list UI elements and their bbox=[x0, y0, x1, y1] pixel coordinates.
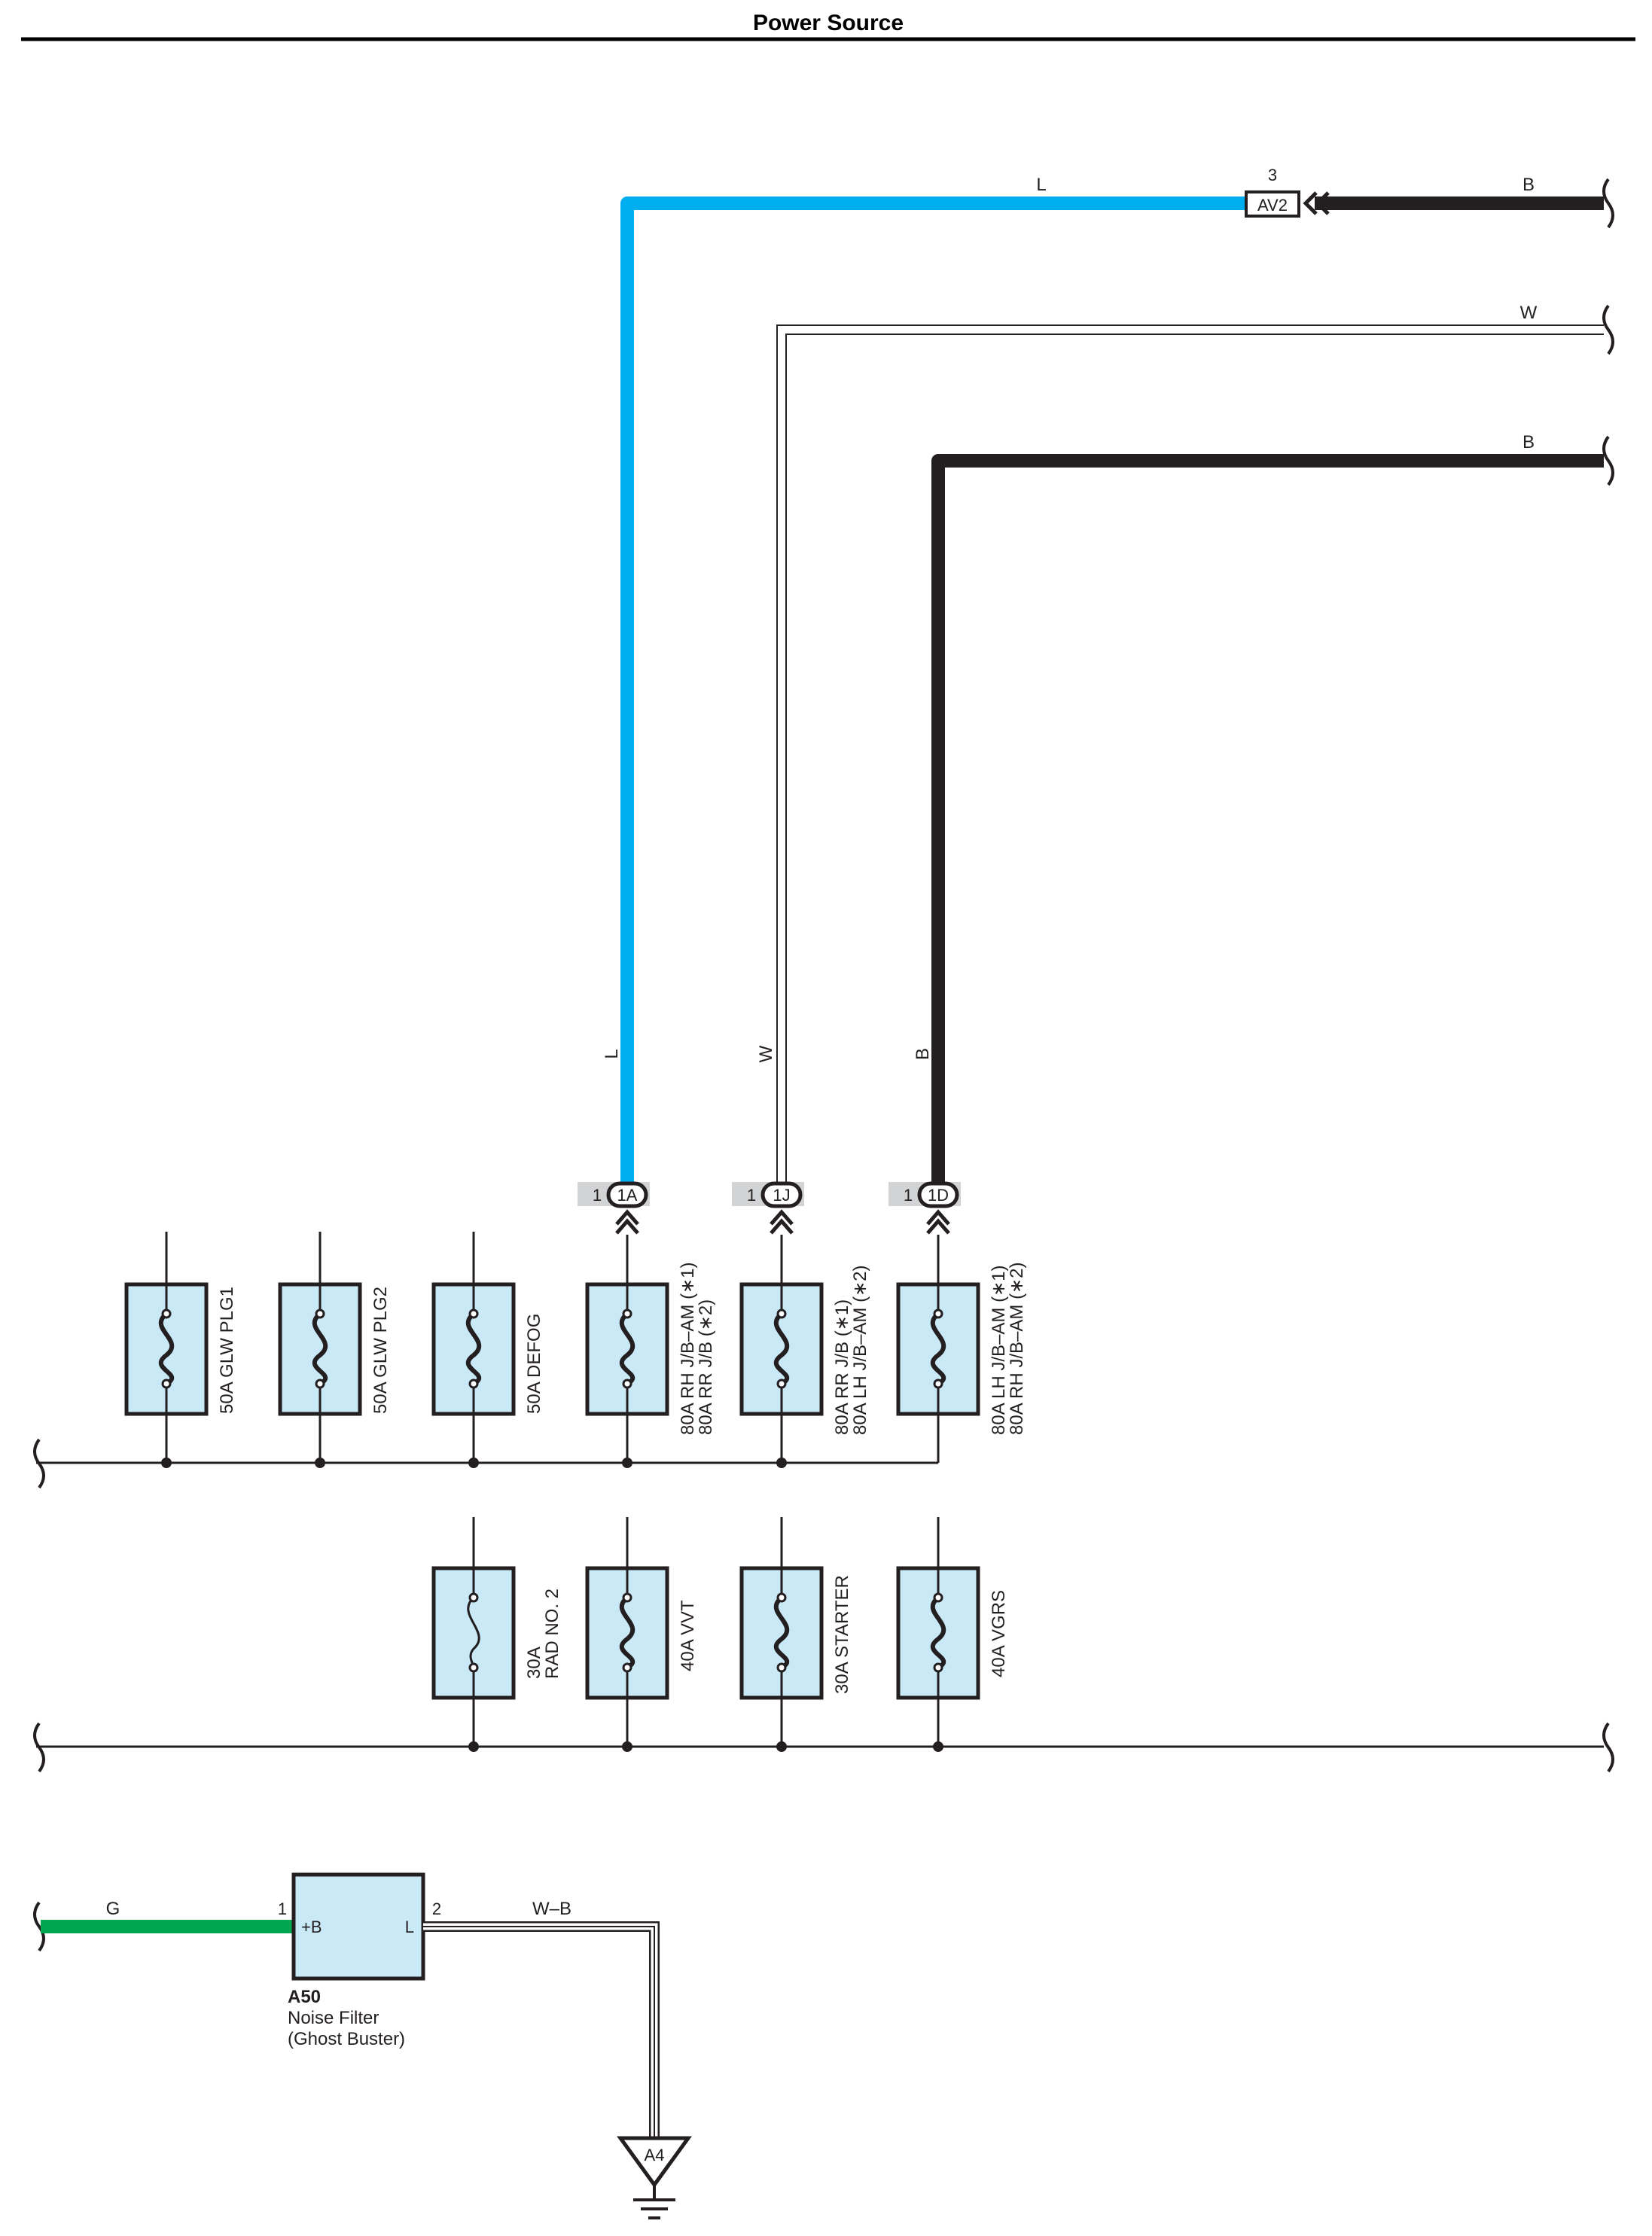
break-symbol bbox=[33, 1438, 45, 1489]
fuse-80a-lh-jb-am: 80A LH J/B–AM (∗1) 80A RH J/B–AM (∗2) bbox=[896, 1235, 1027, 1435]
fuse-80a-rh-jb-am-label: 80A RH J/B–AM (∗1) bbox=[678, 1262, 698, 1435]
wire-w-b bbox=[423, 1921, 660, 2138]
break-symbol bbox=[1602, 304, 1614, 355]
noise-filter-box bbox=[291, 1872, 425, 1981]
noise-filter-pin-out: 2 bbox=[432, 1899, 441, 1918]
wire-w-b-stripe bbox=[423, 1926, 655, 2138]
connector-1j: 1 1J bbox=[732, 1181, 804, 1235]
wire-w-label: W bbox=[1520, 303, 1538, 323]
fuse-80a-rh-jb-am-label: 80A RH J/B–AM (∗2) bbox=[1007, 1262, 1027, 1435]
fuse-vgrs-label: 40A VGRS bbox=[989, 1590, 1009, 1677]
fuse-glw-plg1-label: 50A GLW PLG1 bbox=[217, 1287, 237, 1414]
connector-1d-label: 1D bbox=[928, 1186, 949, 1205]
connector-1d-pin: 1 bbox=[904, 1186, 913, 1205]
connector-1a-label: 1A bbox=[617, 1186, 638, 1205]
av2-label: AV2 bbox=[1257, 196, 1288, 215]
break-symbol bbox=[1602, 178, 1614, 229]
break-symbol bbox=[1602, 435, 1614, 486]
fuse-80a-lh-jb-am-label: 80A LH J/B–AM (∗1) bbox=[989, 1265, 1009, 1435]
fuse-glw-plg2: 50A GLW PLG2 bbox=[278, 1232, 391, 1468]
ground-a4-label: A4 bbox=[645, 2146, 665, 2164]
connector-1j-pin: 1 bbox=[747, 1186, 756, 1205]
av2-pin: 3 bbox=[1268, 166, 1277, 184]
wire-l-vertical-label: L bbox=[602, 1049, 622, 1059]
fuse-starter-label: 30A STARTER bbox=[832, 1575, 852, 1694]
connector-1a-pin: 1 bbox=[593, 1186, 602, 1205]
wire-l bbox=[620, 196, 1246, 1191]
fuse-starter: 30A STARTER bbox=[739, 1517, 852, 1752]
noise-filter-code: A50 bbox=[288, 1987, 321, 2007]
page-title: Power Source bbox=[753, 11, 904, 35]
fuse-vvt: 40A VVT bbox=[585, 1517, 698, 1752]
wire-b-vertical-label: B bbox=[913, 1048, 933, 1060]
fuse-80a-rr-jb: 80A RR J/B (∗1) 80A LH J/B–AM (∗2) bbox=[739, 1235, 870, 1468]
wire-w-b-core bbox=[423, 1923, 658, 2138]
fuse-80a-rh-jb-am: 80A RH J/B–AM (∗1) 80A RR J/B (∗2) bbox=[585, 1235, 716, 1468]
wire-w-b-label: W–B bbox=[532, 1899, 571, 1919]
connector-1d: 1 1D bbox=[888, 1181, 961, 1235]
wire-l-label: L bbox=[1036, 175, 1046, 195]
connector-1j-label: 1J bbox=[773, 1186, 790, 1205]
noise-filter-pin-in: 1 bbox=[278, 1899, 287, 1918]
wire-w-core bbox=[778, 326, 1604, 1191]
wire-b bbox=[931, 454, 1604, 1191]
fuse-vgrs: 40A VGRS bbox=[896, 1517, 1009, 1752]
break-symbol bbox=[1602, 1722, 1614, 1773]
noise-filter-term-in: +B bbox=[301, 1918, 322, 1936]
fuse-80a-lh-jb-am-label: 80A LH J/B–AM (∗2) bbox=[850, 1265, 870, 1435]
break-symbol bbox=[33, 1722, 45, 1773]
fuse-defog-label: 50A DEFOG bbox=[524, 1314, 544, 1414]
break-symbol bbox=[33, 1901, 45, 1952]
ground-a4: A4 bbox=[617, 2136, 692, 2219]
wire-b-label: B bbox=[1522, 432, 1535, 452]
fuse-rad-no2-label: RAD NO. 2 bbox=[542, 1589, 562, 1679]
noise-filter-term-out: L bbox=[405, 1918, 414, 1936]
av2-connector bbox=[1245, 190, 1300, 218]
wire-w-vertical-label: W bbox=[756, 1045, 776, 1062]
fuse-rad-no2: 30A RAD NO. 2 bbox=[431, 1517, 562, 1752]
noise-filter-name: Noise Filter bbox=[288, 2008, 379, 2028]
fuse-80a-rr-jb-label: 80A RR J/B (∗2) bbox=[696, 1299, 716, 1435]
connector-1a: 1 1A bbox=[578, 1181, 650, 1235]
fuse-vvt-label: 40A VVT bbox=[678, 1600, 698, 1671]
fuse-defog: 50A DEFOG bbox=[431, 1232, 544, 1468]
wire-b-top-label: B bbox=[1522, 175, 1535, 195]
fuse-rad-no2-amp: 30A bbox=[524, 1647, 544, 1679]
fuse-glw-plg1: 50A GLW PLG1 bbox=[124, 1232, 237, 1468]
fuse-80a-rr-jb-label: 80A RR J/B (∗1) bbox=[832, 1299, 852, 1435]
fuse-glw-plg2-label: 50A GLW PLG2 bbox=[370, 1287, 391, 1414]
noise-filter-name-2: (Ghost Buster) bbox=[288, 2029, 405, 2049]
wire-g-label: G bbox=[106, 1899, 120, 1919]
